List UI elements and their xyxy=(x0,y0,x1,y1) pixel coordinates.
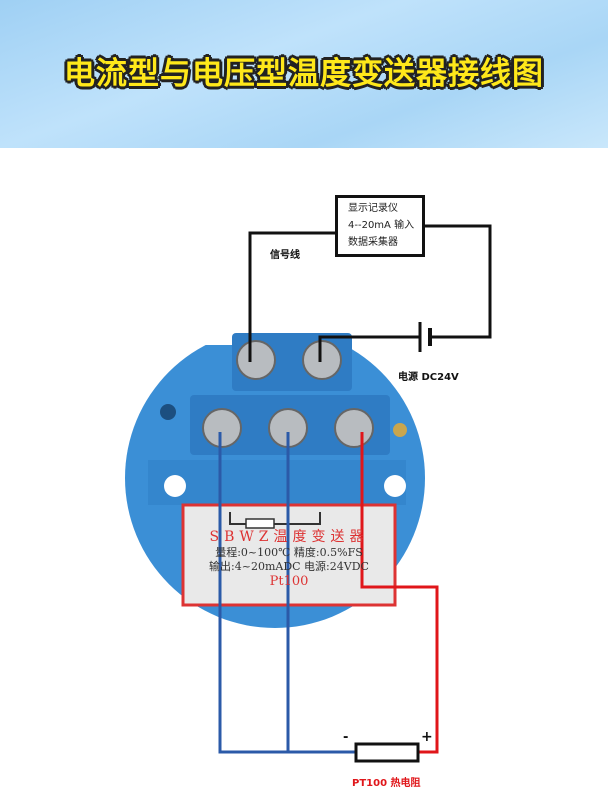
plate-output: 输出:4~20mADC 电源:24VDC xyxy=(209,560,369,573)
instrument-box: 显示记录仪 4--20mA 输入 数据采集器 xyxy=(335,195,425,257)
plus-sign: + xyxy=(421,729,433,745)
power-label: 电源 DC24V xyxy=(398,372,459,383)
nameplate: SBWZ温度变送器 量程:0~100℃ 精度:0.5%FS 输出:4~20mAD… xyxy=(186,508,392,603)
instrument-line: 数据采集器 xyxy=(348,237,398,248)
sensor-wire-blue xyxy=(218,432,356,754)
pt100-resistor-icon xyxy=(354,742,420,763)
sensor-wire-red xyxy=(360,432,439,754)
signal-label: 信号线 xyxy=(270,250,300,261)
instrument-line: 显示记录仪 xyxy=(348,203,398,214)
title-banner: 电流型与电压型温度变送器接线图 xyxy=(0,0,608,148)
signal-loop-wire xyxy=(248,224,492,362)
plate-type: Pt100 xyxy=(269,574,309,589)
terminal-screws xyxy=(202,340,374,448)
page-title: 电流型与电压型温度变送器接线图 xyxy=(64,56,544,92)
plate-range: 量程:0~100℃ 精度:0.5%FS xyxy=(215,546,363,559)
sensor-label: PT100 热电阻 xyxy=(352,778,421,789)
plate-title: SBWZ温度变送器 xyxy=(209,529,369,545)
instrument-line: 4--20mA 输入 xyxy=(348,220,415,231)
minus-sign: - xyxy=(343,730,349,745)
